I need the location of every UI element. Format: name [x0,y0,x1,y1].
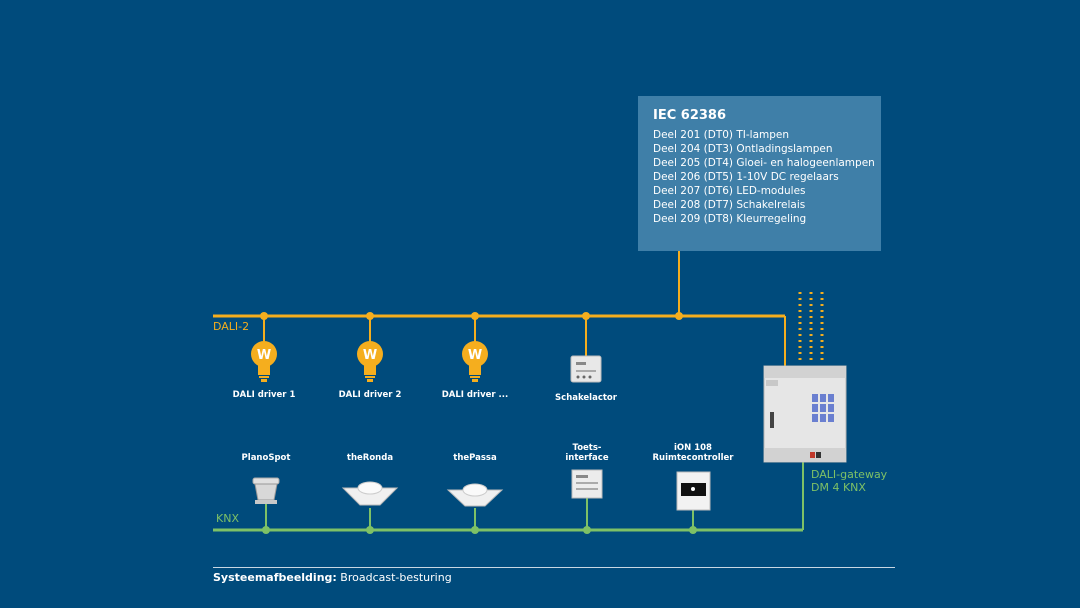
device-label: Toets- interface [547,443,627,463]
info-line: Deel 206 (DT5) 1-10V DC regelaars [653,171,839,183]
dali-bus-label: DALI-2 [213,320,250,333]
footer-caption: Systeemafbeelding: Broadcast-besturing [213,571,452,584]
bulb-icon: W [357,341,383,382]
dali-node [675,312,683,320]
footer-divider [213,567,895,568]
device-label: PlanoSpot [241,453,291,463]
knx-node [583,526,591,534]
info-line: Deel 209 (DT8) Kleurregeling [653,213,807,225]
device-label: DALI driver 1 [232,390,296,400]
footer-caption-text: Broadcast-besturing [336,571,452,584]
info-line: Deel 207 (DT6) LED-modules [653,185,806,197]
info-title: IEC 62386 [653,108,727,123]
info-line: Deel 201 (DT0) TI-lampen [653,129,790,141]
push-button-interface-icon [571,469,603,499]
gateway-label-line: DM 4 KNX [811,481,866,494]
dali-node [471,312,479,320]
device-label-line: Toets- [572,443,602,453]
info-line: Deel 208 (DT7) Schakelrelais [653,199,806,211]
footer-caption-bold: Systeemafbeelding: [213,571,337,584]
knx-node [262,526,270,534]
gateway-label-line: DALI-gateway [811,468,888,481]
info-line: Deel 204 (DT3) Ontladingslampen [653,143,833,155]
bulb-icon: W [462,341,488,382]
info-lines: Deel 201 (DT0) TI-lampen Deel 204 (DT3) … [653,128,875,226]
knx-node [689,526,697,534]
presence-detector-icon [341,481,399,506]
presence-detector-icon [252,477,280,504]
room-controller-icon [676,471,711,511]
device-label-line: iON 108 [674,443,712,453]
device-label: iON 108 Ruimtecontroller [643,443,743,463]
gateway-label: DALI-gateway DM 4 KNX [811,468,887,494]
standards-info-box: IEC 62386 Deel 201 (DT0) TI-lampen Deel … [638,96,881,251]
knx-bus-label: KNX [216,512,239,525]
device-label: thePassa [453,453,497,463]
device-label-line: Ruimtecontroller [652,453,734,463]
device-label: Schakelactor [555,393,617,403]
dali-node [366,312,374,320]
gateway-icon [763,365,847,463]
dali-node [582,312,590,320]
device-label-line: interface [565,453,609,463]
knx-node [366,526,374,534]
device-label: DALI driver 2 [338,390,402,400]
device-label: DALI driver ... [441,390,509,400]
svg-text:W: W [363,348,377,363]
dali-node [260,312,268,320]
switch-actuator-icon [570,355,602,383]
knx-node [471,526,479,534]
info-line: Deel 205 (DT4) Gloei- en halogeenlampen [653,157,875,169]
device-label: theRonda [346,453,394,463]
presence-detector-icon [446,483,504,507]
svg-text:W: W [468,348,482,363]
bulb-icon: W [251,341,277,382]
svg-text:W: W [257,348,271,363]
